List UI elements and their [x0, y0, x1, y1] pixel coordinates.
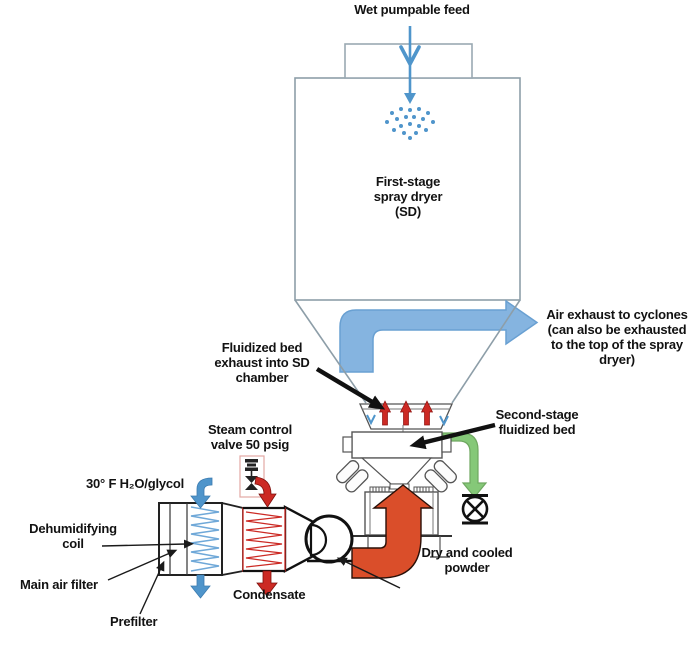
spray-nozzle-icon	[385, 107, 435, 140]
label-dry-powder: Dry and cooled powder	[421, 545, 513, 576]
air-exhaust-arrow	[339, 299, 539, 373]
fluid-bed-collar	[359, 400, 453, 430]
vibrator-motor-left	[336, 460, 369, 493]
vibrator-motor-right	[424, 460, 457, 493]
dehumidifying-coil-section	[190, 506, 220, 572]
steam-valve-icon	[239, 455, 265, 498]
spray-dryer-cone	[294, 299, 521, 404]
label-main-air-filter: Main air filter	[20, 577, 98, 592]
leader-dehumidifying-coil	[101, 539, 194, 549]
blower-icon	[304, 514, 354, 564]
air-handler	[158, 502, 223, 576]
leader-main-air-filter	[107, 549, 178, 581]
feed-arrow	[399, 26, 421, 104]
powder-out-arrow	[442, 432, 488, 498]
steam-heater	[221, 501, 286, 577]
label-dehumidifying-coil: Dehumidifying coil	[29, 521, 117, 552]
spray-dryer-vessel	[294, 77, 521, 301]
label-steam-valve: Steam control valve 50 psig	[207, 422, 293, 453]
label-air-exhaust: Air exhaust to cyclones (can also be exh…	[546, 307, 688, 368]
leader-arrows	[101, 367, 496, 615]
label-condensate: Condensate	[233, 587, 306, 602]
label-fluidized-bed-exhaust: Fluidized bed exhaust into SD chamber	[214, 340, 310, 386]
label-glycol: 30° F H₂O/glycol	[86, 476, 185, 491]
rotary-valve-icon	[461, 494, 489, 525]
label-second-stage: Second-stage fluidized bed	[495, 407, 579, 438]
fluidized-bed-chamber	[342, 425, 452, 459]
leader-prefilter	[139, 560, 165, 615]
leader-bed-exhaust	[315, 367, 386, 410]
label-spray-dryer: First-stage spray dryer (SD)	[373, 174, 443, 220]
coolant-in-arrow	[190, 477, 213, 509]
condensate-arrow	[256, 570, 278, 597]
steam-in-arrow	[254, 476, 277, 508]
bed-hopper	[360, 457, 434, 499]
leader-second-stage	[409, 422, 496, 450]
label-wet-feed: Wet pumpable feed	[354, 2, 470, 17]
leader-blower	[336, 557, 401, 589]
label-prefilter: Prefilter	[110, 614, 158, 629]
hot-air-arrow	[351, 484, 435, 579]
coolant-out-arrow	[190, 574, 211, 599]
